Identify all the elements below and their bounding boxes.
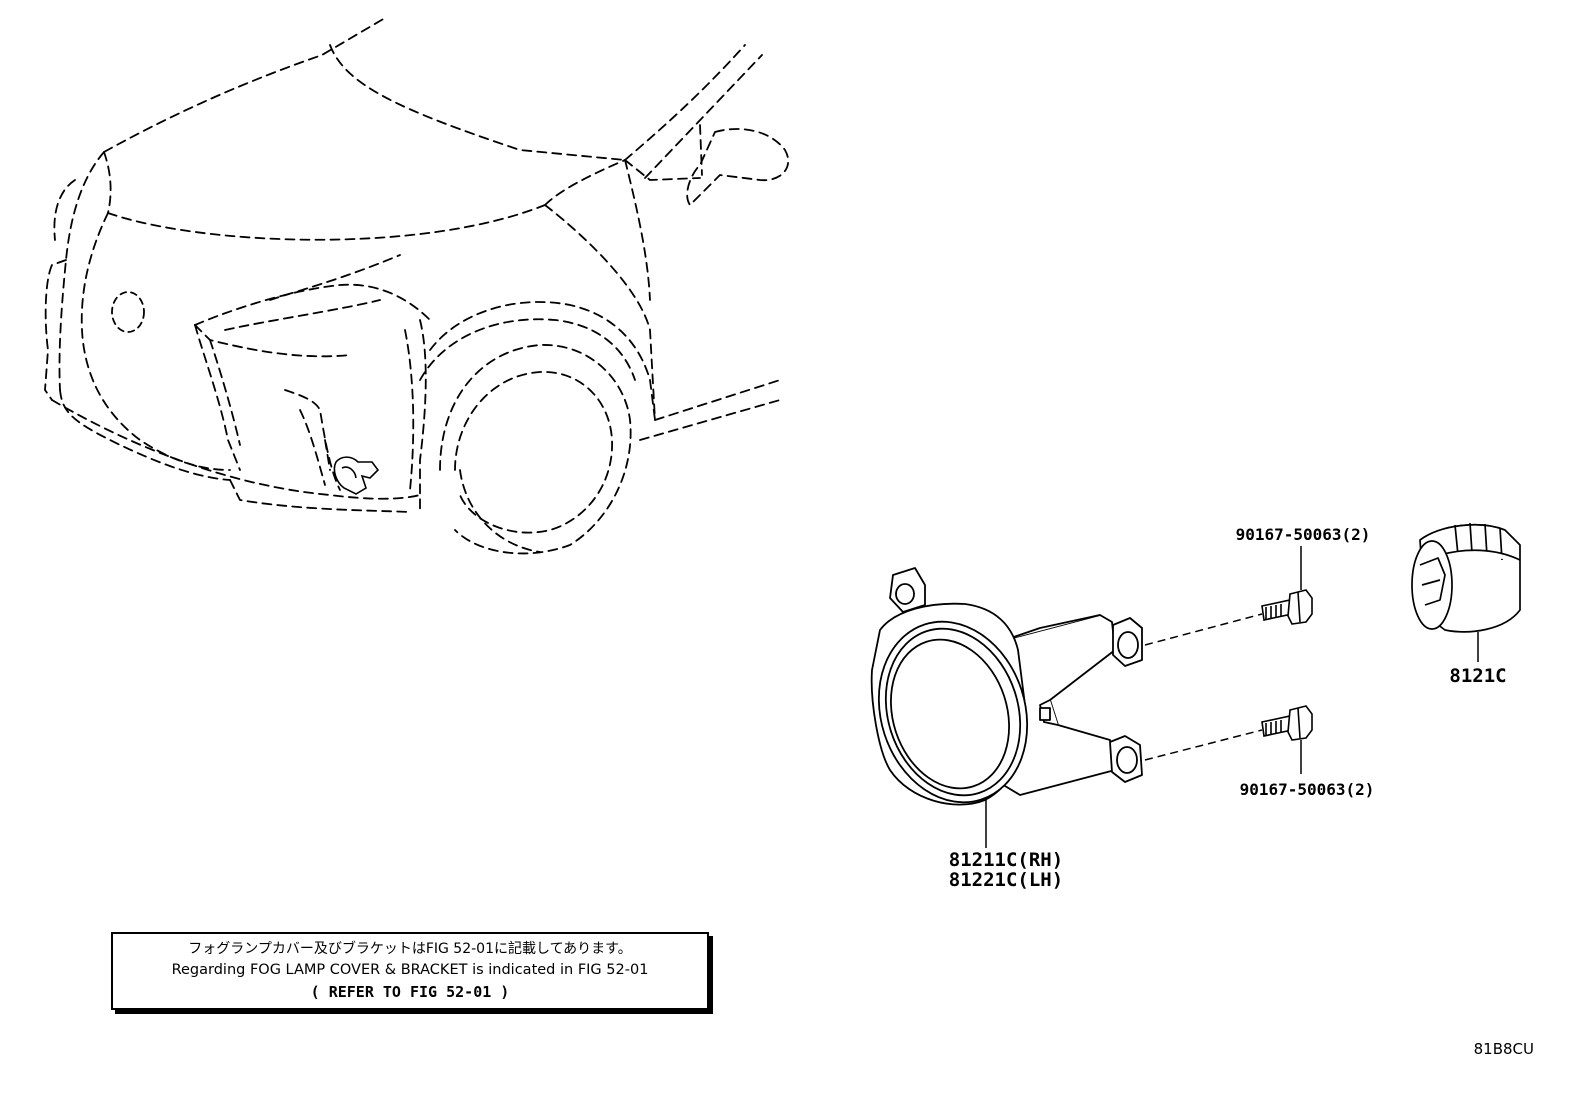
bolt-lower-icon bbox=[1261, 705, 1313, 741]
note-english: Regarding FOG LAMP COVER & BRACKET is in… bbox=[171, 962, 649, 978]
socket-part-number[interactable]: 8121C bbox=[1449, 665, 1506, 687]
fog-lamp-assembly bbox=[870, 567, 1143, 806]
bolt-upper-icon bbox=[1261, 589, 1313, 625]
bolt-upper-part-number[interactable]: 90167-50063(2) bbox=[1236, 525, 1371, 544]
reference-note-box: フォグランプカバー及びブラケットはFIG 52-01に記載してあります。 Reg… bbox=[111, 932, 709, 1010]
fog-lamp-rh-part-number[interactable]: 81211C(RH) bbox=[949, 849, 1063, 871]
note-refer-link[interactable]: ( REFER TO FIG 52-01 ) bbox=[310, 983, 510, 1001]
note-japanese: フォグランプカバー及びブラケットはFIG 52-01に記載してあります。 bbox=[188, 941, 632, 957]
vehicle-fog-lamp-location bbox=[333, 456, 380, 495]
figure-code: 81B8CU bbox=[1473, 1040, 1534, 1058]
vehicle-front-outline bbox=[44, 17, 790, 555]
bolt-lower-part-number[interactable]: 90167-50063(2) bbox=[1240, 780, 1375, 799]
leader-lines bbox=[985, 546, 1479, 848]
fog-lamp-lh-part-number[interactable]: 81221C(LH) bbox=[949, 869, 1063, 891]
socket-icon bbox=[1411, 522, 1521, 633]
